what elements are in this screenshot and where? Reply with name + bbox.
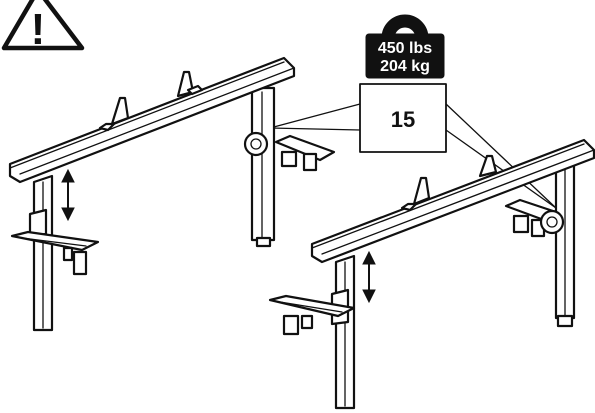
right-front-clamp — [268, 294, 356, 336]
left-knob-icon — [243, 131, 269, 157]
load-metric: 204 kg — [380, 58, 430, 75]
left-front-upright — [28, 174, 54, 332]
warning-exclamation: ! — [31, 5, 46, 54]
load-imperial: 450 lbs — [378, 40, 432, 57]
torque-callout: 15 — [269, 83, 557, 209]
callout-number: 15 — [391, 107, 415, 132]
right-rear-upright — [554, 156, 576, 328]
left-rear-upright — [250, 86, 276, 248]
right-crossbar — [310, 138, 595, 264]
right-knob-icon — [539, 209, 565, 235]
right-height-arrow-icon — [362, 250, 376, 304]
right-front-upright — [330, 254, 356, 410]
weight-icon: 450 lbs 204 kg — [365, 14, 445, 79]
left-fins — [98, 70, 204, 132]
left-rack-assembly — [8, 56, 336, 332]
left-height-arrow-icon — [61, 168, 75, 222]
left-front-clamp — [10, 230, 100, 276]
right-fins — [400, 154, 498, 212]
warning-triangle-icon: ! — [1, 0, 85, 54]
left-crossbar — [8, 56, 296, 184]
left-rear-clamp — [274, 134, 336, 172]
right-rack-assembly — [268, 138, 595, 410]
